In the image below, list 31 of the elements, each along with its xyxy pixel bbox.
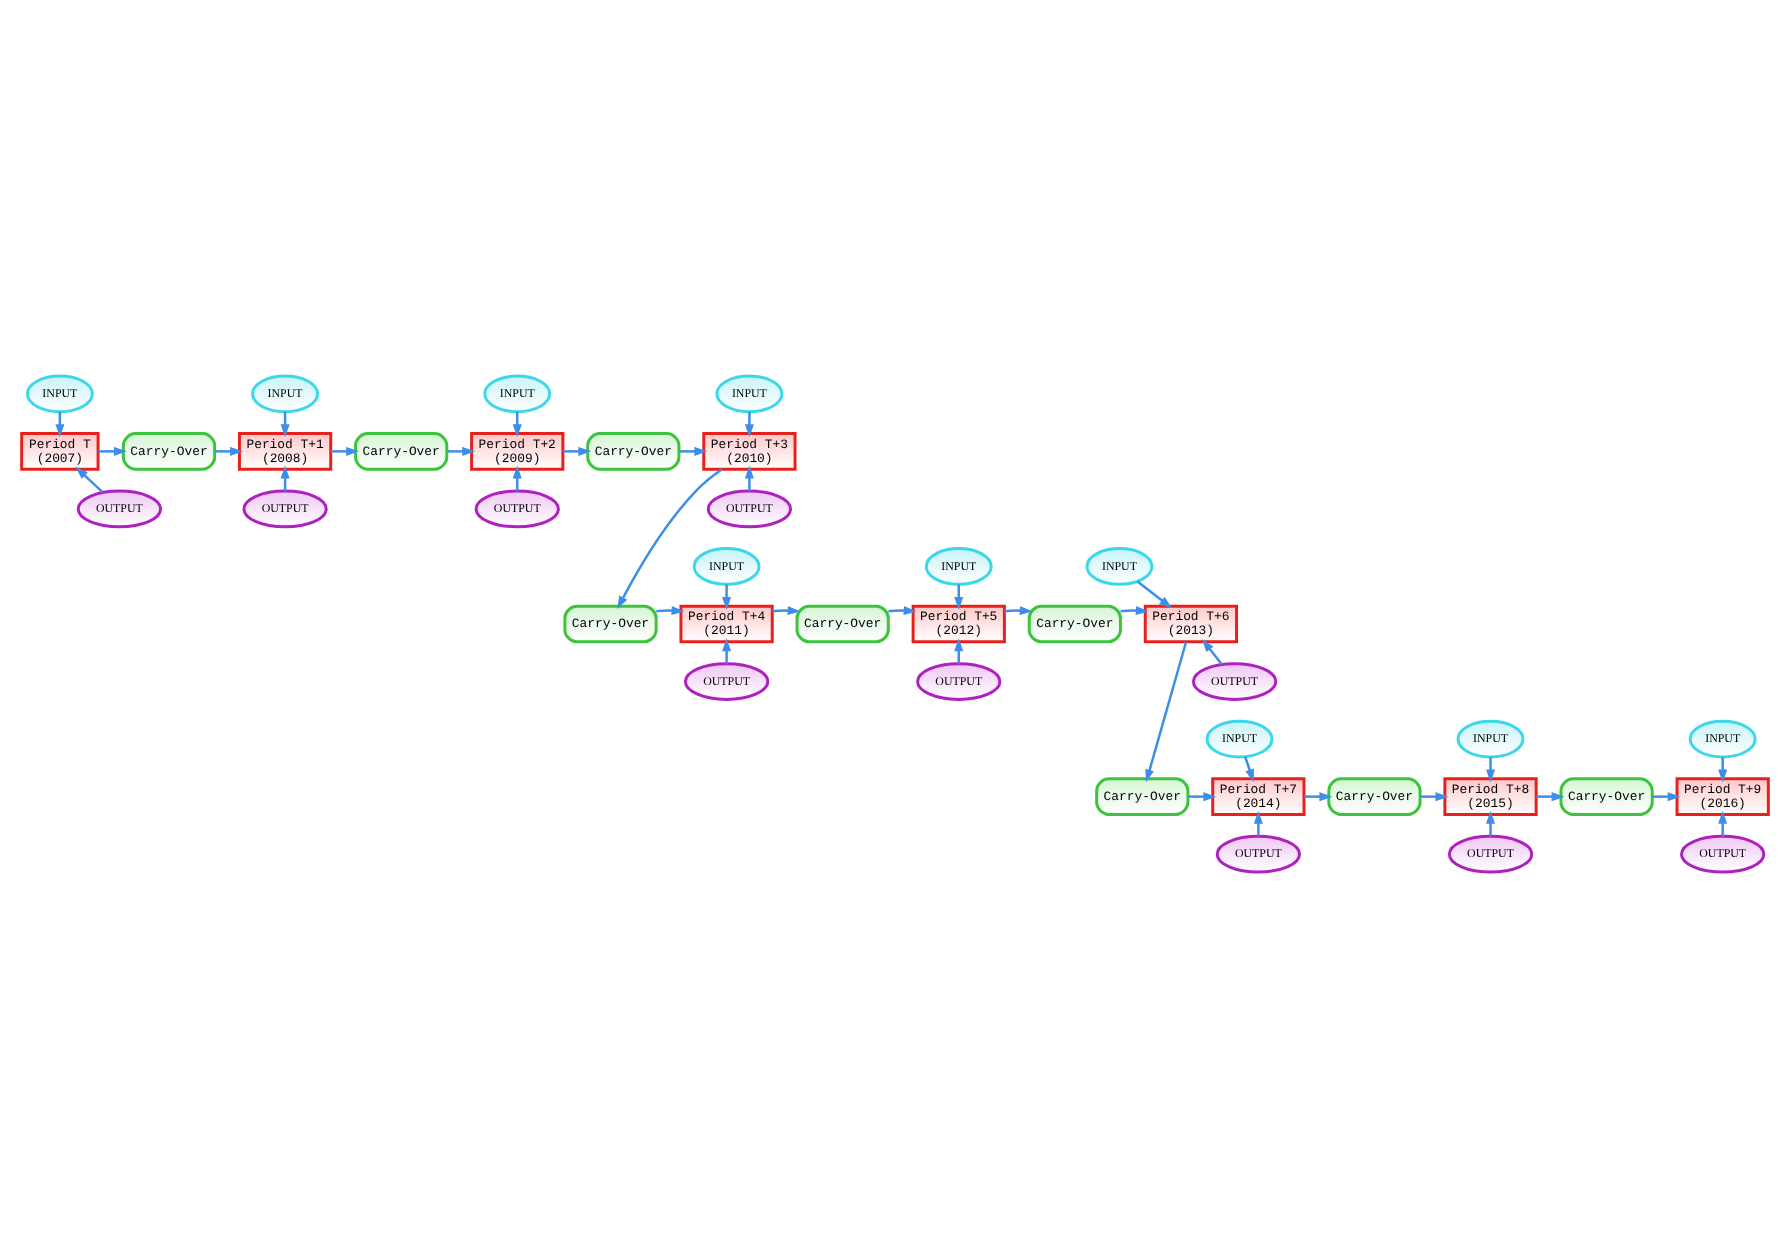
arrow — [1718, 756, 1728, 782]
arrow — [1486, 809, 1496, 836]
arrow — [563, 445, 592, 455]
arrow — [1536, 791, 1565, 801]
arrow — [1120, 605, 1149, 615]
arrow — [722, 583, 732, 609]
arrow — [1145, 640, 1188, 782]
arrow — [744, 410, 754, 437]
arrow — [888, 605, 917, 615]
arrow — [744, 464, 754, 491]
arrow — [1244, 755, 1254, 782]
arrow — [1201, 638, 1223, 665]
arrow — [1718, 809, 1728, 836]
arrow — [656, 605, 685, 615]
arrow — [1136, 579, 1172, 608]
arrow — [1652, 791, 1681, 801]
arrow — [446, 445, 476, 455]
arrow — [1486, 756, 1496, 782]
arrow — [1253, 809, 1263, 836]
arrow — [617, 467, 723, 609]
arrow — [214, 445, 243, 455]
arrow — [75, 465, 104, 493]
arrow — [722, 637, 732, 663]
arrow — [1304, 791, 1333, 801]
arrow — [1188, 791, 1217, 801]
arrow — [330, 445, 360, 455]
arrow — [1420, 791, 1449, 801]
arrow — [98, 445, 127, 455]
arrow — [679, 445, 708, 455]
arrow — [772, 605, 801, 615]
arrow — [1004, 605, 1033, 615]
